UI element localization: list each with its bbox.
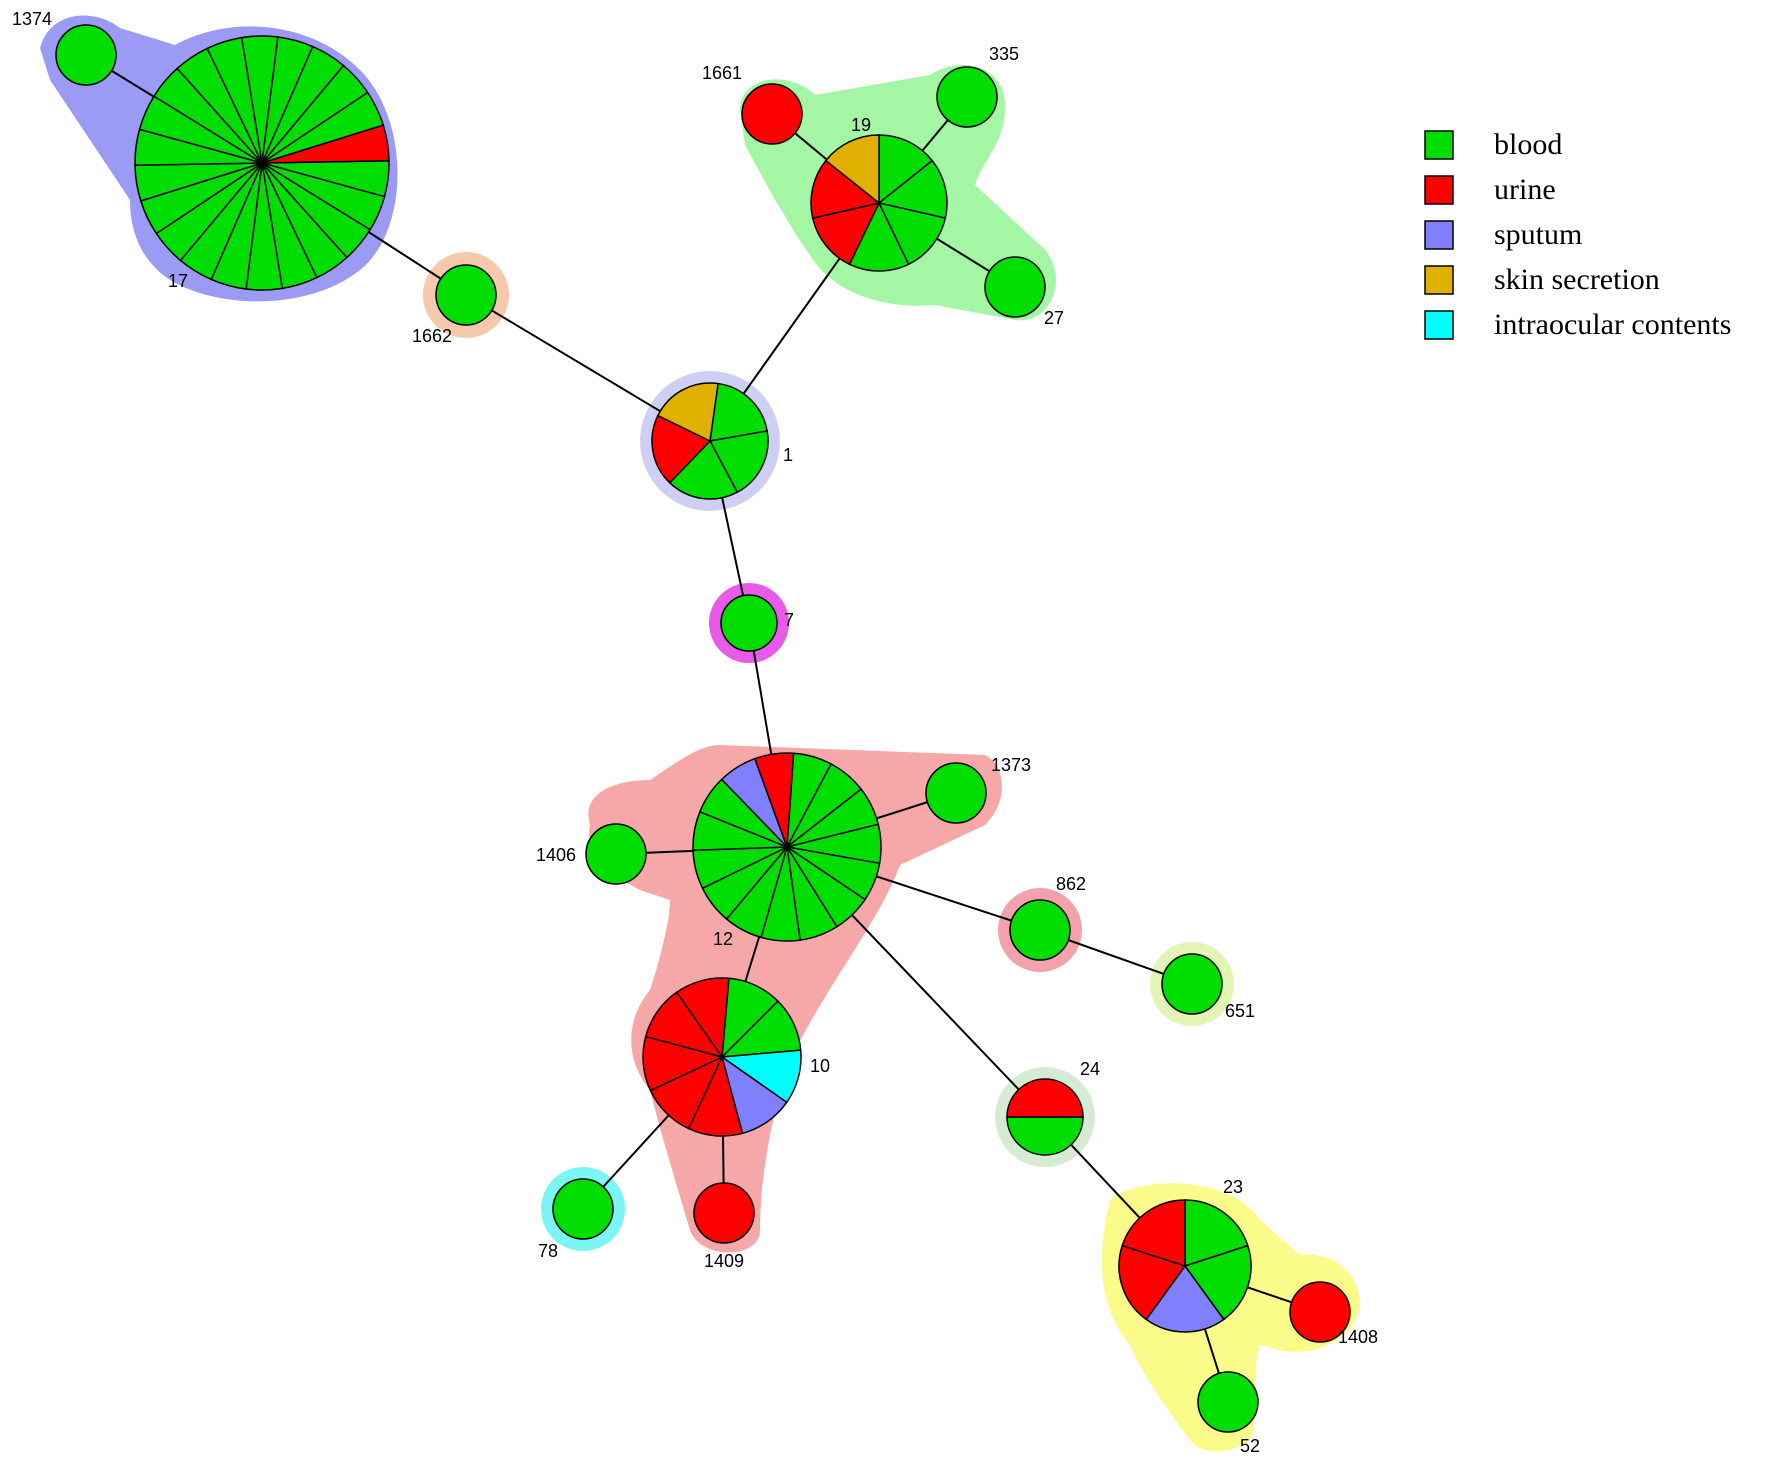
node-1374	[55, 24, 117, 86]
legend-item-sputum: sputum	[1424, 218, 1582, 251]
node-1-slice-blood-1	[708, 430, 769, 494]
node-label-862: 862	[1056, 874, 1086, 894]
node-10	[642, 977, 802, 1137]
node-23-slice-urine-3	[1118, 1244, 1187, 1321]
node-label-19: 19	[851, 115, 871, 135]
node-651	[1161, 953, 1223, 1015]
node-651-slice-blood	[1161, 953, 1223, 1015]
legend-label-blood: blood	[1494, 128, 1562, 161]
node-19-slice-blood-3	[848, 201, 910, 272]
legend-label-intraocular-contents: intraocular contents	[1494, 308, 1731, 341]
legend-item-urine: urine	[1424, 173, 1556, 206]
node-24	[1006, 1078, 1084, 1156]
node-label-1661: 1661	[702, 63, 742, 83]
node-19-slice-blood-0	[878, 134, 934, 205]
legend-swatch-intraocular-contents	[1424, 310, 1454, 340]
node-1-slice-blood-2	[668, 439, 739, 500]
node-label-1373: 1373	[991, 755, 1031, 775]
node-7	[720, 594, 778, 652]
node-1	[651, 382, 769, 500]
node-1406	[585, 823, 647, 885]
node-1406-slice-blood	[585, 823, 647, 885]
node-1661	[741, 83, 803, 145]
node-label-651: 651	[1225, 1001, 1255, 1021]
node-12-slice-urine-14	[753, 752, 795, 848]
node-19-slice-urine-4	[811, 201, 881, 266]
legend-swatch-sputum	[1424, 220, 1454, 250]
node-23-slice-blood-1	[1183, 1244, 1252, 1321]
node-19-slice-blood-2	[877, 201, 947, 266]
node-1374-slice-blood	[55, 24, 117, 86]
node-12	[692, 752, 882, 942]
legend-item-blood: blood	[1424, 128, 1562, 161]
node-1-slice-urine-3	[651, 414, 712, 484]
node-labels: 17 1374 1662 1 19 1661 335 27 7 12 1373 1406 10 78 140…	[12, 9, 1378, 1456]
node-27-slice-blood	[984, 256, 1046, 318]
node-1409-slice-urine	[693, 1182, 755, 1244]
legend-swatch-blood	[1424, 130, 1454, 160]
node-label-1: 1	[783, 445, 793, 465]
node-862-slice-blood	[1009, 899, 1071, 961]
node-19-slice-blood-1	[877, 159, 948, 220]
node-label-1662: 1662	[412, 326, 452, 346]
legend-label-urine: urine	[1494, 173, 1556, 206]
node-19-slice-skin-secretion-6	[824, 134, 880, 205]
legend-item-intraocular-contents: intraocular contents	[1424, 308, 1731, 341]
node-23-slice-urine-4	[1121, 1199, 1186, 1268]
node-23-slice-sputum-2	[1145, 1264, 1225, 1333]
node-24-slice-urine-1	[1006, 1078, 1084, 1118]
node-1662-slice-blood	[435, 264, 497, 326]
node-label-52: 52	[1240, 1436, 1260, 1456]
node-335-slice-blood	[936, 66, 998, 128]
node-1662	[435, 264, 497, 326]
node-19	[810, 134, 948, 272]
node-label-1408: 1408	[1338, 1327, 1378, 1347]
node-1373	[925, 762, 987, 824]
node-1-slice-blood-0	[709, 382, 768, 442]
legend: blood urine sputum skin secretion intrao…	[1424, 128, 1731, 341]
node-1408-slice-urine	[1289, 1281, 1351, 1343]
node-label-17: 17	[168, 271, 188, 291]
node-1-slice-skin-secretion-4	[656, 382, 719, 443]
legend-label-sputum: sputum	[1494, 218, 1582, 251]
node-1661-slice-urine	[741, 83, 803, 145]
nodes	[55, 24, 1351, 1433]
legend-swatch-skin-secretion	[1424, 265, 1454, 295]
node-17-slice-urine-21	[261, 124, 390, 164]
node-27	[984, 256, 1046, 318]
node-52-slice-blood	[1197, 1371, 1259, 1433]
node-23-slice-blood-0	[1184, 1199, 1249, 1268]
node-label-12: 12	[713, 929, 733, 949]
node-label-78: 78	[538, 1241, 558, 1261]
node-label-27: 27	[1044, 308, 1064, 328]
node-label-1409: 1409	[704, 1251, 744, 1271]
legend-swatch-urine	[1424, 175, 1454, 205]
node-10-slice-urine-8	[675, 977, 730, 1060]
node-7-slice-blood	[720, 594, 778, 652]
node-52	[1197, 1371, 1259, 1433]
legend-item-skin-secretion: skin secretion	[1424, 263, 1660, 296]
node-19-slice-urine-5	[810, 159, 881, 220]
node-label-10: 10	[810, 1056, 830, 1076]
node-335	[936, 66, 998, 128]
legend-label-skin-secretion: skin secretion	[1494, 263, 1660, 296]
node-label-23: 23	[1223, 1177, 1243, 1197]
node-17	[134, 35, 390, 291]
node-862	[1009, 899, 1071, 961]
node-label-1406: 1406	[536, 845, 576, 865]
node-24-slice-blood-0	[1006, 1116, 1084, 1156]
node-1409	[693, 1182, 755, 1244]
node-1373-slice-blood	[925, 762, 987, 824]
node-23	[1118, 1199, 1252, 1333]
node-label-7: 7	[784, 610, 794, 630]
node-78	[552, 1178, 614, 1240]
node-78-slice-blood	[552, 1178, 614, 1240]
node-label-335: 335	[989, 44, 1019, 64]
node-label-1374: 1374	[12, 9, 52, 29]
node-label-24: 24	[1080, 1059, 1100, 1079]
node-1408	[1289, 1281, 1351, 1343]
